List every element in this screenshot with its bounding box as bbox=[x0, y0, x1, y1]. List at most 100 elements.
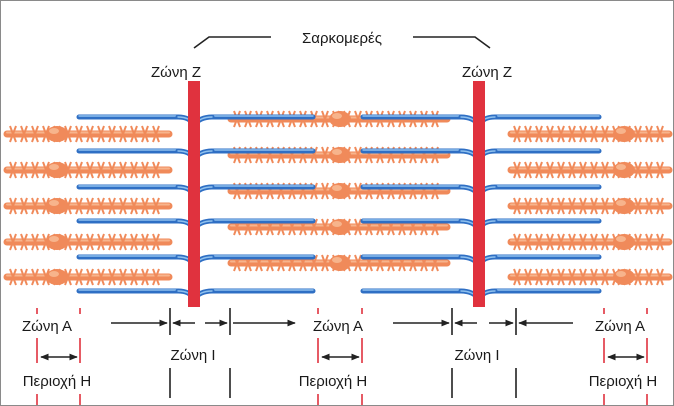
thick-filament-right-3-head bbox=[634, 233, 642, 251]
thick-filament-right-0-head bbox=[579, 125, 587, 143]
guides-layer bbox=[36, 308, 648, 405]
thick-filament-center-2-head bbox=[310, 182, 318, 200]
thick-filament-left-2 bbox=[3, 197, 173, 215]
thick-filament-right-1-head bbox=[513, 161, 521, 179]
thick-filament-right-1-head bbox=[656, 161, 664, 179]
myosin-bulge-left-4 bbox=[46, 269, 68, 285]
thick-filament-left-0-head bbox=[152, 125, 160, 143]
h-zone-label-center: Περιοχή Η bbox=[299, 373, 368, 390]
thick-filament-left-2-head bbox=[108, 197, 116, 215]
thick-filament-center-1-head bbox=[321, 146, 329, 164]
thick-filament-right-4-head bbox=[524, 268, 532, 286]
thick-filament-right-3-head bbox=[557, 233, 565, 251]
thick-filament-left-3-head bbox=[141, 233, 149, 251]
myosin-bulge-right-2 bbox=[613, 198, 635, 214]
z-disc-left bbox=[188, 81, 200, 307]
thick-filament-left-3 bbox=[3, 233, 173, 251]
a-band-label-left: Ζώνη Α bbox=[22, 318, 72, 335]
myosin-bulge-left-2-shine bbox=[49, 200, 59, 206]
myosin-bulge-right-4 bbox=[613, 269, 635, 285]
z-discs-layer bbox=[188, 81, 485, 307]
thick-filament-left-2-head bbox=[75, 197, 83, 215]
thick-filament-right-1-head bbox=[568, 161, 576, 179]
myosin-bulge-center-4 bbox=[329, 255, 351, 271]
thick-filament-left-1-head bbox=[97, 161, 105, 179]
thick-filament-right-4-head bbox=[513, 268, 521, 286]
thick-filament-left-3-head bbox=[119, 233, 127, 251]
myosin-bulge-left-2 bbox=[46, 198, 68, 214]
thick-filament-right-4-head bbox=[546, 268, 554, 286]
myosin-bulge-center-0-shine bbox=[332, 113, 342, 119]
thick-filament-right-1-head bbox=[546, 161, 554, 179]
thick-filament-left-4-head bbox=[141, 268, 149, 286]
a-band-label-right: Ζώνη Α bbox=[595, 318, 645, 335]
myosin-bulge-left-3-shine bbox=[49, 236, 59, 242]
myosin-bulge-left-1 bbox=[46, 162, 68, 178]
sarcomere-label: Σαρκομερές bbox=[302, 30, 382, 47]
thick-filament-right-1-head bbox=[590, 161, 598, 179]
myosin-bulge-left-0-shine bbox=[49, 128, 59, 134]
thick-filament-right-2-head bbox=[513, 197, 521, 215]
thick-filament-left-2-head bbox=[97, 197, 105, 215]
thick-filament-right-0-head bbox=[546, 125, 554, 143]
thick-filament-center-3-head bbox=[321, 218, 329, 236]
thick-filament-right-0-head bbox=[634, 125, 642, 143]
myosin-bulge-left-3 bbox=[46, 234, 68, 250]
thick-filament-center-1-head bbox=[310, 146, 318, 164]
myosin-bulge-left-4-shine bbox=[49, 271, 59, 277]
thick-filament-left-1-head bbox=[108, 161, 116, 179]
sarcomere-bracket-right bbox=[413, 36, 491, 49]
thick-filament-left-3-head bbox=[152, 233, 160, 251]
thick-filament-left-2-head bbox=[130, 197, 138, 215]
thick-filament-right-2-head bbox=[579, 197, 587, 215]
thick-filament-right-0-head bbox=[513, 125, 521, 143]
thick-filament-left-0-head bbox=[31, 125, 39, 143]
myosin-bulge-center-2 bbox=[329, 183, 351, 199]
thick-filament-left-1 bbox=[3, 161, 173, 179]
myosin-bulge-left-1-shine bbox=[49, 164, 59, 170]
myosin-bulge-center-2-shine bbox=[332, 185, 342, 191]
thick-filament-left-1-head bbox=[75, 161, 83, 179]
thick-filament-right-3-head bbox=[524, 233, 532, 251]
myosin-bulge-center-3 bbox=[329, 219, 351, 235]
thick-filament-center-4-head bbox=[321, 254, 329, 272]
thick-filament-right-4-head bbox=[645, 268, 653, 286]
thick-filament-left-2-head bbox=[31, 197, 39, 215]
thick-filament-right-2-head bbox=[557, 197, 565, 215]
thick-filament-center-2-head bbox=[354, 182, 362, 200]
myosin-bulge-right-2-shine bbox=[616, 200, 626, 206]
h-zone-label-right: Περιοχή Η bbox=[589, 373, 658, 390]
thick-filament-left-3-head bbox=[97, 233, 105, 251]
thick-filament-left-1-head bbox=[20, 161, 28, 179]
thick-filament-left-4-head bbox=[9, 268, 17, 286]
thick-filament-left-2-head bbox=[9, 197, 17, 215]
thick-filament-left-2-head bbox=[20, 197, 28, 215]
thick-filament-right-2-head bbox=[546, 197, 554, 215]
thick-filament-left-4-head bbox=[75, 268, 83, 286]
thick-filament-left-0 bbox=[3, 125, 173, 143]
thick-filament-left-1-head bbox=[86, 161, 94, 179]
thick-filament-left-0-head bbox=[141, 125, 149, 143]
thick-filament-left-3-head bbox=[9, 233, 17, 251]
thick-filament-center-1-head bbox=[354, 146, 362, 164]
thick-filament-left-1-head bbox=[31, 161, 39, 179]
thick-filament-left-4-head bbox=[97, 268, 105, 286]
myosin-bulge-right-0-shine bbox=[616, 128, 626, 134]
thick-filament-left-3-head bbox=[20, 233, 28, 251]
sarcomere-bracket-left bbox=[193, 36, 271, 49]
z-disc-right bbox=[473, 81, 485, 307]
thick-filament-right-0-head bbox=[535, 125, 543, 143]
thick-filament-left-3-head bbox=[130, 233, 138, 251]
thick-filament-right-0-head bbox=[645, 125, 653, 143]
thick-filament-right-1-head bbox=[535, 161, 543, 179]
thick-filament-right-1-head bbox=[645, 161, 653, 179]
i-band-label-left: Ζώνη Ι bbox=[170, 347, 215, 364]
thick-filament-right-3-head bbox=[546, 233, 554, 251]
thick-filament-right-3-head bbox=[601, 233, 609, 251]
thick-filament-center-3-head bbox=[354, 218, 362, 236]
thick-filament-right-1-head bbox=[557, 161, 565, 179]
thick-filament-left-0-head bbox=[20, 125, 28, 143]
thick-filament-right-4-head bbox=[590, 268, 598, 286]
thick-filament-left-0-head bbox=[97, 125, 105, 143]
